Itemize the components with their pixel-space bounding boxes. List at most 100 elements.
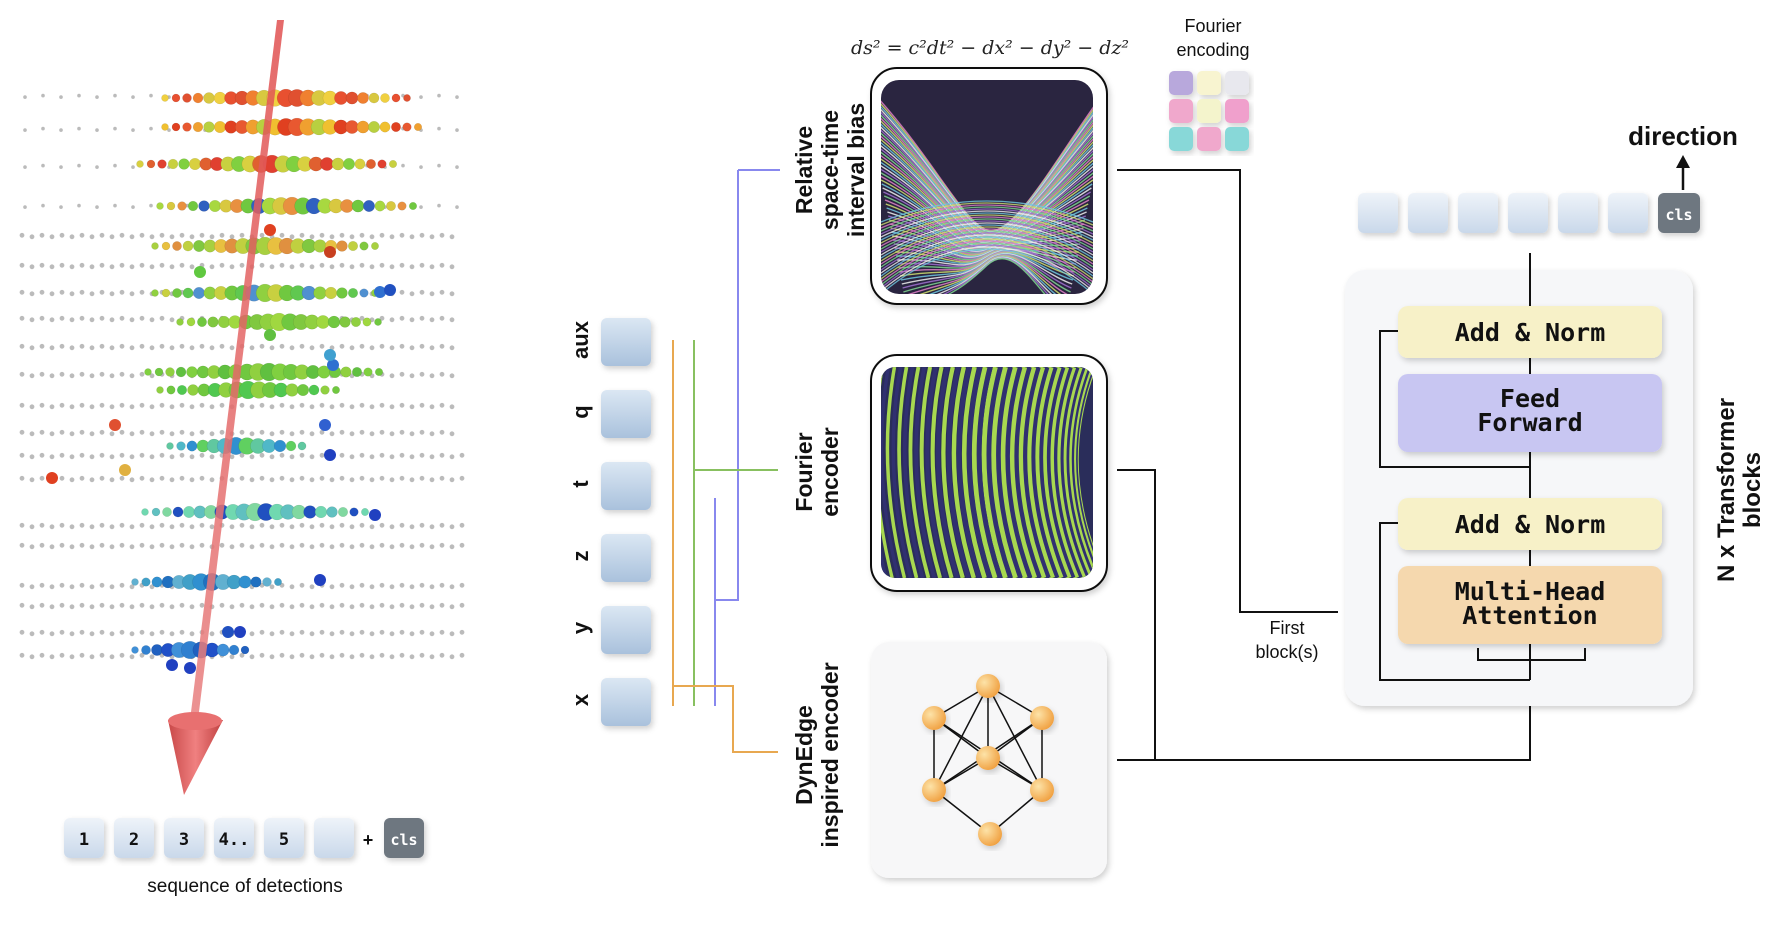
detector-module: [149, 584, 155, 590]
hit-sphere: [347, 240, 359, 252]
hit-sphere: [273, 439, 287, 453]
detector-module: [79, 315, 85, 321]
detector-module: [139, 262, 145, 268]
detector-module: [229, 234, 235, 240]
input-token-y: [601, 606, 651, 654]
hit-sphere: [374, 367, 384, 377]
direction-arrow: [1676, 155, 1690, 190]
detector-module: [249, 345, 255, 351]
detector-module: [131, 95, 135, 99]
hit-sphere: [379, 121, 391, 133]
fourier-encoding-cell: [1169, 99, 1193, 123]
detector-module: [139, 402, 145, 408]
detector-module: [419, 371, 425, 377]
detector-module: [189, 345, 195, 351]
detector-module: [359, 475, 365, 481]
detector-module: [199, 475, 205, 481]
detector-module: [49, 431, 55, 437]
detector-module: [409, 404, 415, 410]
hit-sphere: [228, 644, 240, 656]
hit-sphere: [264, 329, 276, 341]
detector-module: [437, 93, 441, 98]
hit-sphere: [197, 317, 207, 327]
hit-sphere: [165, 367, 175, 377]
detector-module: [269, 454, 275, 460]
detector-module: [399, 542, 405, 548]
hit-sphere: [340, 366, 352, 378]
hit-sphere: [171, 122, 181, 132]
detector-module: [289, 604, 295, 610]
detector-module: [199, 429, 205, 435]
nn-edge: [987, 685, 1043, 791]
detector-module: [99, 582, 105, 588]
detector-module: [229, 544, 235, 550]
detector-module: [339, 232, 345, 238]
detector-module: [449, 373, 455, 379]
detector-module: [19, 402, 25, 408]
hit-sphere: [326, 506, 338, 518]
detector-module: [23, 128, 27, 132]
hit-sphere: [386, 201, 396, 211]
detector-module: [389, 654, 395, 660]
hit-sphere: [141, 577, 151, 587]
detector-module: [429, 477, 435, 483]
detector-module: [209, 234, 215, 240]
detector-module: [19, 582, 25, 588]
detector-module: [59, 343, 65, 349]
detector-module: [379, 262, 385, 268]
connector-relative: [715, 170, 739, 601]
detector-module: [359, 402, 365, 408]
detector-module: [149, 373, 155, 379]
detector-module: [409, 524, 415, 530]
hit-sphere: [184, 662, 196, 674]
hit-sphere: [331, 157, 345, 171]
detector-module: [129, 454, 135, 460]
detector-module: [79, 429, 85, 435]
hit-sphere: [46, 472, 58, 484]
hit-sphere: [332, 386, 340, 394]
detector-module: [259, 542, 265, 548]
detector-module: [289, 524, 295, 530]
detector-module: [129, 431, 135, 437]
detector-module: [79, 402, 85, 408]
detector-module: [219, 542, 225, 548]
detector-module: [59, 128, 63, 132]
input-token-aux: [601, 318, 651, 366]
hit-sphere: [347, 287, 359, 299]
sequence-token: [64, 818, 104, 858]
detector-module: [89, 431, 95, 437]
detector-module: [179, 522, 185, 528]
detector-module: [29, 604, 35, 610]
hit-sphere: [374, 318, 382, 326]
detector-module: [349, 584, 355, 590]
detector-module: [109, 404, 115, 410]
sequence-token-label: 4..: [219, 830, 250, 850]
detector-module: [459, 522, 465, 528]
detector-module: [109, 654, 115, 660]
detector-module: [109, 604, 115, 610]
detector-module: [199, 542, 205, 548]
hit-sphere: [119, 464, 131, 476]
detector-module: [89, 544, 95, 550]
detector-module: [429, 345, 435, 351]
output-token: [1358, 193, 1398, 233]
detector-module: [449, 631, 455, 637]
first-blocks-line2: block(s): [1255, 642, 1318, 662]
detector-module: [349, 345, 355, 351]
detector-module: [409, 631, 415, 637]
direction-cone-base: [168, 712, 222, 730]
hit-sphere: [156, 386, 164, 394]
output-token: [1508, 193, 1548, 233]
detector-module: [289, 345, 295, 351]
detector-module: [239, 402, 245, 408]
detector-module: [389, 524, 395, 530]
detector-module: [389, 345, 395, 351]
detector-module: [19, 343, 25, 349]
detector-module: [119, 542, 125, 548]
detector-module: [77, 163, 81, 168]
detector-module: [129, 291, 135, 297]
detector-module: [119, 429, 125, 435]
detector-module: [319, 475, 325, 481]
detector-module: [419, 602, 425, 608]
hit-sphere: [359, 288, 369, 298]
